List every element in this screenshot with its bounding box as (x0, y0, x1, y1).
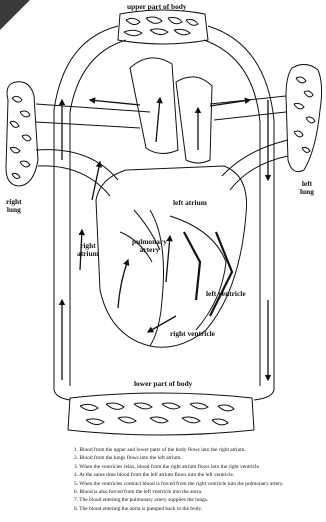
upper-body-label: upper part of body (127, 3, 187, 11)
left-atrium-label: left atrium (173, 199, 207, 207)
note-item: 2. Blood from the lungs flows into the l… (74, 454, 322, 462)
pulmonary-vessels (36, 96, 288, 196)
left-lung-label: left lung (300, 180, 314, 196)
note-item: 7. The blood entering the pulmonary arte… (74, 496, 322, 504)
left-lung-capillaries (286, 64, 322, 171)
notes-list: 1. Blood from the upper and lower parts … (74, 446, 322, 513)
note-item: 4. At the same time blood from the left … (74, 471, 322, 479)
note-item: 8. The blood entering the aorta is pumpe… (74, 505, 322, 513)
note-item: 3. When the ventricles relax, blood from… (74, 463, 322, 471)
circulation-diagram (0, 0, 326, 440)
pulmonary-artery-label: pulmonary artery (132, 238, 167, 254)
note-item: 1. Blood from the upper and lower parts … (74, 446, 322, 454)
right-atrium-label-line2: atrium (77, 250, 99, 258)
note-item: 6. Blood is also forced from the left ve… (74, 488, 322, 496)
right-atrium-label: right atrium (77, 242, 99, 258)
lower-capillary-bed (68, 393, 254, 435)
left-ventricle-label: left ventricle (206, 290, 246, 298)
right-lung-label-line2: lung (6, 206, 22, 214)
right-lung-label: right lung (6, 198, 22, 214)
right-ventricle-label: right ventricle (170, 330, 215, 338)
upper-capillary-bed (118, 10, 208, 44)
left-lung-label-line2: lung (300, 188, 314, 196)
right-lung-capillaries (6, 82, 38, 186)
pulmonary-artery-label-line2: artery (132, 246, 167, 254)
systemic-vessels (54, 26, 274, 400)
lower-body-label: lower part of body (134, 380, 192, 388)
note-item: 5. When the ventricles contract blood is… (74, 480, 322, 488)
